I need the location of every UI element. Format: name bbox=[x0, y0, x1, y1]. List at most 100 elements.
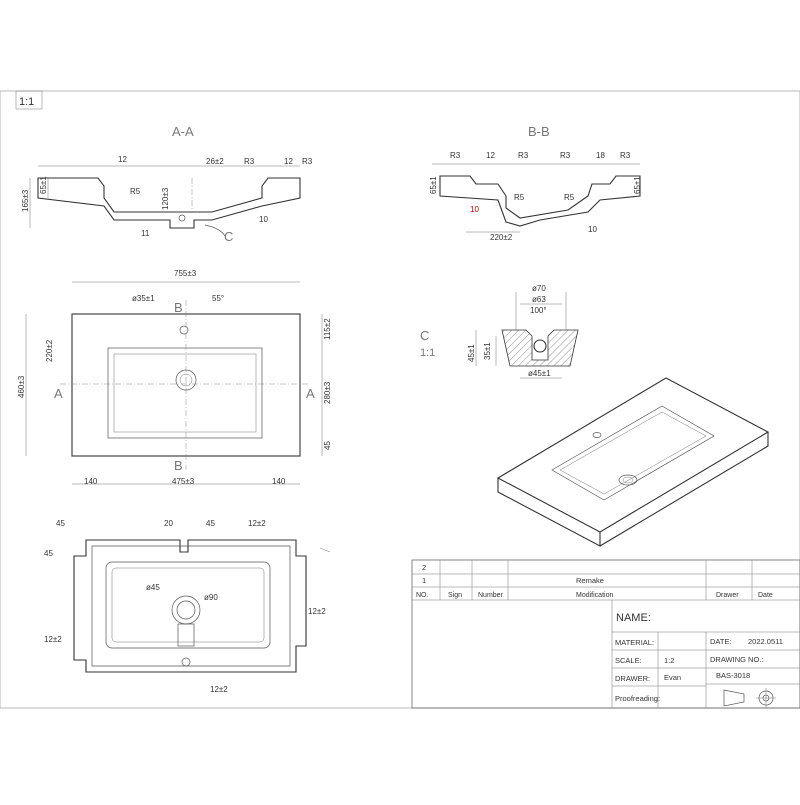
aa-dim-r3: R3 bbox=[244, 157, 255, 166]
section-bb-title: B-B bbox=[528, 124, 550, 139]
plan-bowl-outer bbox=[107, 347, 263, 439]
detail-c-dim-ø45: ø45±1 bbox=[528, 369, 551, 378]
bb-dim-18: 18 bbox=[596, 151, 605, 160]
detail-c-tag: C bbox=[420, 328, 429, 343]
bb-dim-65b: 65±1 bbox=[633, 176, 642, 194]
plan-bowl-inner bbox=[113, 353, 257, 433]
bottom-dim-12d: 12±2 bbox=[210, 685, 228, 694]
plan-dim-140: 140 bbox=[84, 477, 98, 486]
plan-dim-140b: 140 bbox=[272, 477, 286, 486]
plan-dim-460: 460±3 bbox=[17, 375, 26, 398]
aa-dim-r5: R5 bbox=[130, 187, 141, 196]
plan-dim-280: 280±3 bbox=[323, 381, 332, 404]
title-block: 2 1 Remake NO. Sign Number Modification … bbox=[411, 559, 800, 709]
scale-label: SCALE: bbox=[615, 656, 642, 665]
plan-view: 755±3 ø35±1 55° 115±2 220±2 460±3 280±3 … bbox=[17, 269, 332, 486]
drawing-no-label: DRAWING NO.: bbox=[710, 655, 763, 664]
aa-dim-10: 10 bbox=[259, 215, 268, 224]
detail-c-dim-100deg: 100° bbox=[530, 306, 547, 315]
scale-tag-box bbox=[15, 90, 43, 110]
bb-dim-12: 12 bbox=[486, 151, 495, 160]
bb-dim-r3b: R3 bbox=[518, 151, 529, 160]
bottom-dim-12b: 12±2 bbox=[308, 607, 326, 616]
bottom-outline bbox=[73, 539, 307, 673]
bottom-dim-ø45: ø45 bbox=[146, 583, 160, 592]
detail-c-body bbox=[501, 329, 579, 367]
header-no: NO. bbox=[416, 592, 429, 599]
bb-dim-r5b: R5 bbox=[564, 193, 575, 202]
section-aa-title: A-A bbox=[172, 124, 194, 139]
aa-dim-65: 65±1 bbox=[39, 176, 48, 194]
section-aa: A-A C 12 26±2 R3 12 R3 65±1 165±3 R5 120… bbox=[21, 124, 313, 244]
bb-dim-r3d: R3 bbox=[620, 151, 631, 160]
bb-dim-r5: R5 bbox=[514, 193, 525, 202]
aa-dim-11: 11 bbox=[141, 229, 150, 238]
revision-no-2: 2 bbox=[422, 563, 426, 572]
bottom-dim-12: 12±2 bbox=[248, 519, 266, 528]
scale-tag: 1:1 bbox=[19, 96, 34, 108]
detail-c: C 1:1 ø70 ø63 100° 45±1 35±1 ø45±1 bbox=[420, 284, 579, 379]
aa-dim-120: 120±3 bbox=[161, 187, 170, 210]
detail-c-dim-35: 35±1 bbox=[483, 342, 492, 360]
plan-dim-220: 220±2 bbox=[45, 339, 54, 362]
aa-dim-r3b: R3 bbox=[302, 157, 313, 166]
section-bb-profile bbox=[439, 175, 641, 227]
plan-marker-b-top: B bbox=[174, 300, 183, 315]
bb-dim-220: 220±2 bbox=[490, 233, 513, 242]
plan-dim-755: 755±3 bbox=[174, 269, 197, 278]
plan-marker-b-bottom: B bbox=[174, 458, 183, 473]
isometric-view bbox=[496, 377, 770, 547]
section-aa-detail-tag: C bbox=[224, 229, 233, 244]
header-date: Date bbox=[758, 592, 773, 599]
aa-dim-12: 12 bbox=[118, 155, 127, 164]
date-label: DATE: bbox=[710, 637, 732, 646]
iso-bowl bbox=[551, 405, 715, 501]
plan-dim-115: 115±2 bbox=[323, 318, 332, 340]
plan-dim-45: 45 bbox=[323, 441, 332, 450]
revision-no-1: 1 bbox=[422, 576, 426, 585]
proofreading-label: Proofreading: bbox=[615, 694, 660, 703]
bb-dim-r3: R3 bbox=[450, 151, 461, 160]
date-value: 2022.0511 bbox=[748, 637, 783, 646]
bottom-view: 45 45 20 45 12±2 ø45 ø90 12±2 12±2 12±2 bbox=[44, 519, 331, 694]
bb-marker-10: 10 bbox=[470, 205, 479, 214]
material-label: MATERIAL: bbox=[615, 638, 654, 647]
bottom-dim-ø90: ø90 bbox=[204, 593, 218, 602]
aa-dim-26: 26±2 bbox=[206, 157, 224, 166]
iso-top bbox=[496, 377, 770, 533]
section-aa-profile bbox=[37, 177, 301, 229]
bottom-dim-45b: 45 bbox=[44, 549, 53, 558]
bottom-dim-45: 45 bbox=[56, 519, 65, 528]
bottom-drain-outer bbox=[171, 595, 201, 625]
detail-c-dim-45: 45±1 bbox=[467, 344, 476, 362]
bottom-dim-12c: 12±2 bbox=[44, 635, 62, 644]
bb-dim-r3c: R3 bbox=[560, 151, 571, 160]
header-drawer: Drawer bbox=[716, 592, 739, 599]
drawer-label: DRAWER: bbox=[615, 674, 650, 683]
scale-value: 1:2 bbox=[664, 656, 674, 665]
detail-c-dim-ø63: ø63 bbox=[532, 295, 546, 304]
plan-dim-55deg: 55° bbox=[212, 294, 224, 303]
header-modification: Modification bbox=[576, 592, 613, 599]
bb-dim-10b: 10 bbox=[588, 225, 597, 234]
drawer-value: Evan bbox=[664, 673, 681, 682]
bb-dim-65: 65±1 bbox=[429, 176, 438, 194]
projection-symbol-icon bbox=[723, 688, 776, 708]
bottom-dim-45c: 45 bbox=[206, 519, 215, 528]
plan-marker-a-left: A bbox=[54, 386, 63, 401]
plan-marker-a-right: A bbox=[306, 386, 315, 401]
bottom-bowl bbox=[105, 561, 271, 649]
revision-change-1: Remake bbox=[576, 576, 604, 585]
header-sign: Sign bbox=[448, 592, 462, 599]
plan-dim-ø35: ø35±1 bbox=[132, 294, 155, 303]
plan-dim-475: 475±3 bbox=[172, 477, 195, 486]
name-label: NAME: bbox=[616, 612, 651, 624]
aa-dim-165: 165±3 bbox=[21, 189, 30, 212]
detail-c-scale: 1:1 bbox=[420, 347, 435, 359]
sheet-frame bbox=[0, 90, 800, 709]
bottom-dim-20: 20 bbox=[164, 519, 173, 528]
aa-dim-12b: 12 bbox=[284, 157, 293, 166]
drawing-no-value: BAS-3018 bbox=[716, 671, 750, 680]
